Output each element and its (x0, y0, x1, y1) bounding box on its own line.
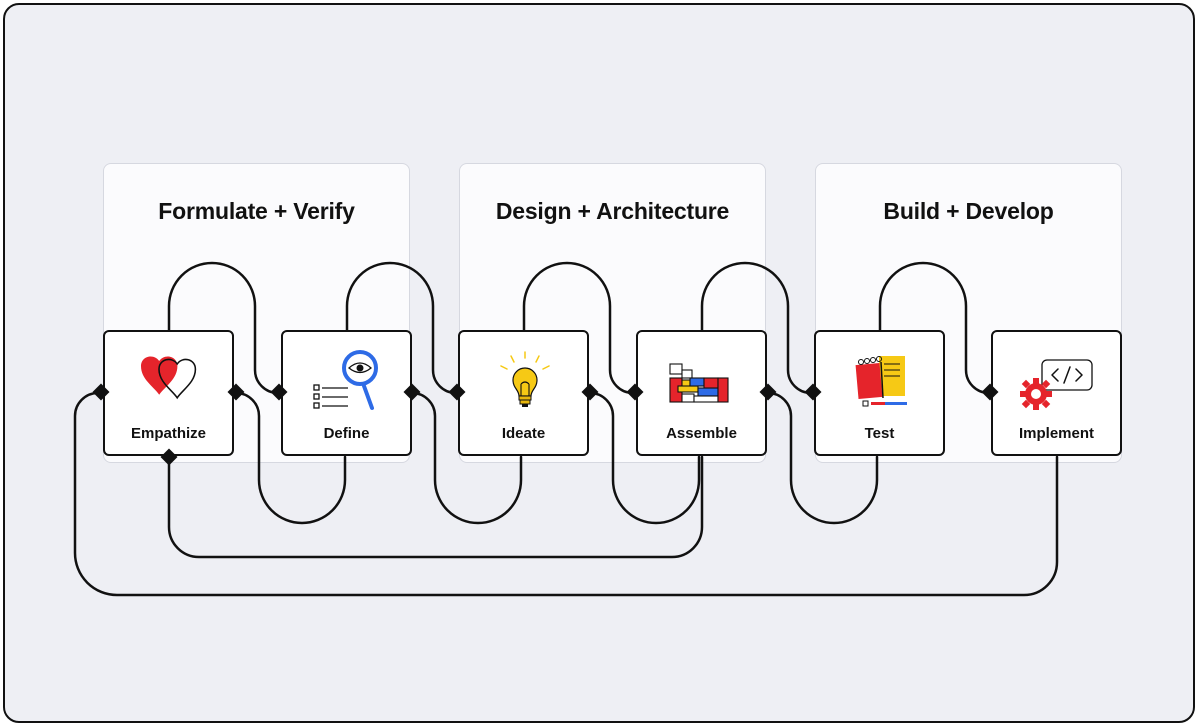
connector-node (227, 383, 245, 401)
phase-title: Formulate + Verify (158, 198, 355, 224)
u-line (234, 391, 347, 525)
connector-node (981, 383, 999, 401)
connector-node (626, 383, 644, 401)
phase-title: Build + Develop (883, 198, 1054, 224)
phase-title: Design + Architecture (495, 198, 730, 224)
connector-node (759, 383, 777, 401)
step-label: Empathize (130, 425, 206, 442)
feedback-line (167, 455, 704, 559)
step-assemble[interactable]: Assemble (636, 330, 767, 456)
u-line (588, 391, 701, 525)
step-label: Implement (1018, 425, 1094, 442)
step-label: Ideate (501, 425, 546, 442)
step-label: Define (323, 425, 370, 442)
magnifier-checklist-icon (313, 350, 378, 410)
u-line (766, 391, 879, 525)
step-label: Test (864, 425, 895, 442)
step-define[interactable]: Define (281, 330, 412, 456)
blocks-icon (669, 363, 729, 403)
arch-line (700, 261, 813, 395)
code-gear-icon (1020, 359, 1093, 410)
arch-line (345, 261, 458, 395)
arch-line (878, 261, 991, 395)
u-line (410, 391, 523, 525)
connector-node (160, 448, 178, 466)
connector-node (270, 383, 288, 401)
notebooks-icon (855, 356, 907, 407)
feedback-line (73, 391, 1059, 597)
connector-node (92, 383, 110, 401)
connector-node (403, 383, 421, 401)
step-test[interactable]: Test (814, 330, 945, 456)
connector-node (804, 383, 822, 401)
arch-line (522, 261, 635, 395)
step-label: Assemble (666, 425, 737, 442)
lightbulb-icon (500, 351, 550, 407)
step-implement[interactable]: Implement (991, 330, 1122, 456)
arch-line (167, 261, 280, 395)
connector-node (581, 383, 599, 401)
hearts-icon (141, 356, 197, 400)
connector-node (448, 383, 466, 401)
